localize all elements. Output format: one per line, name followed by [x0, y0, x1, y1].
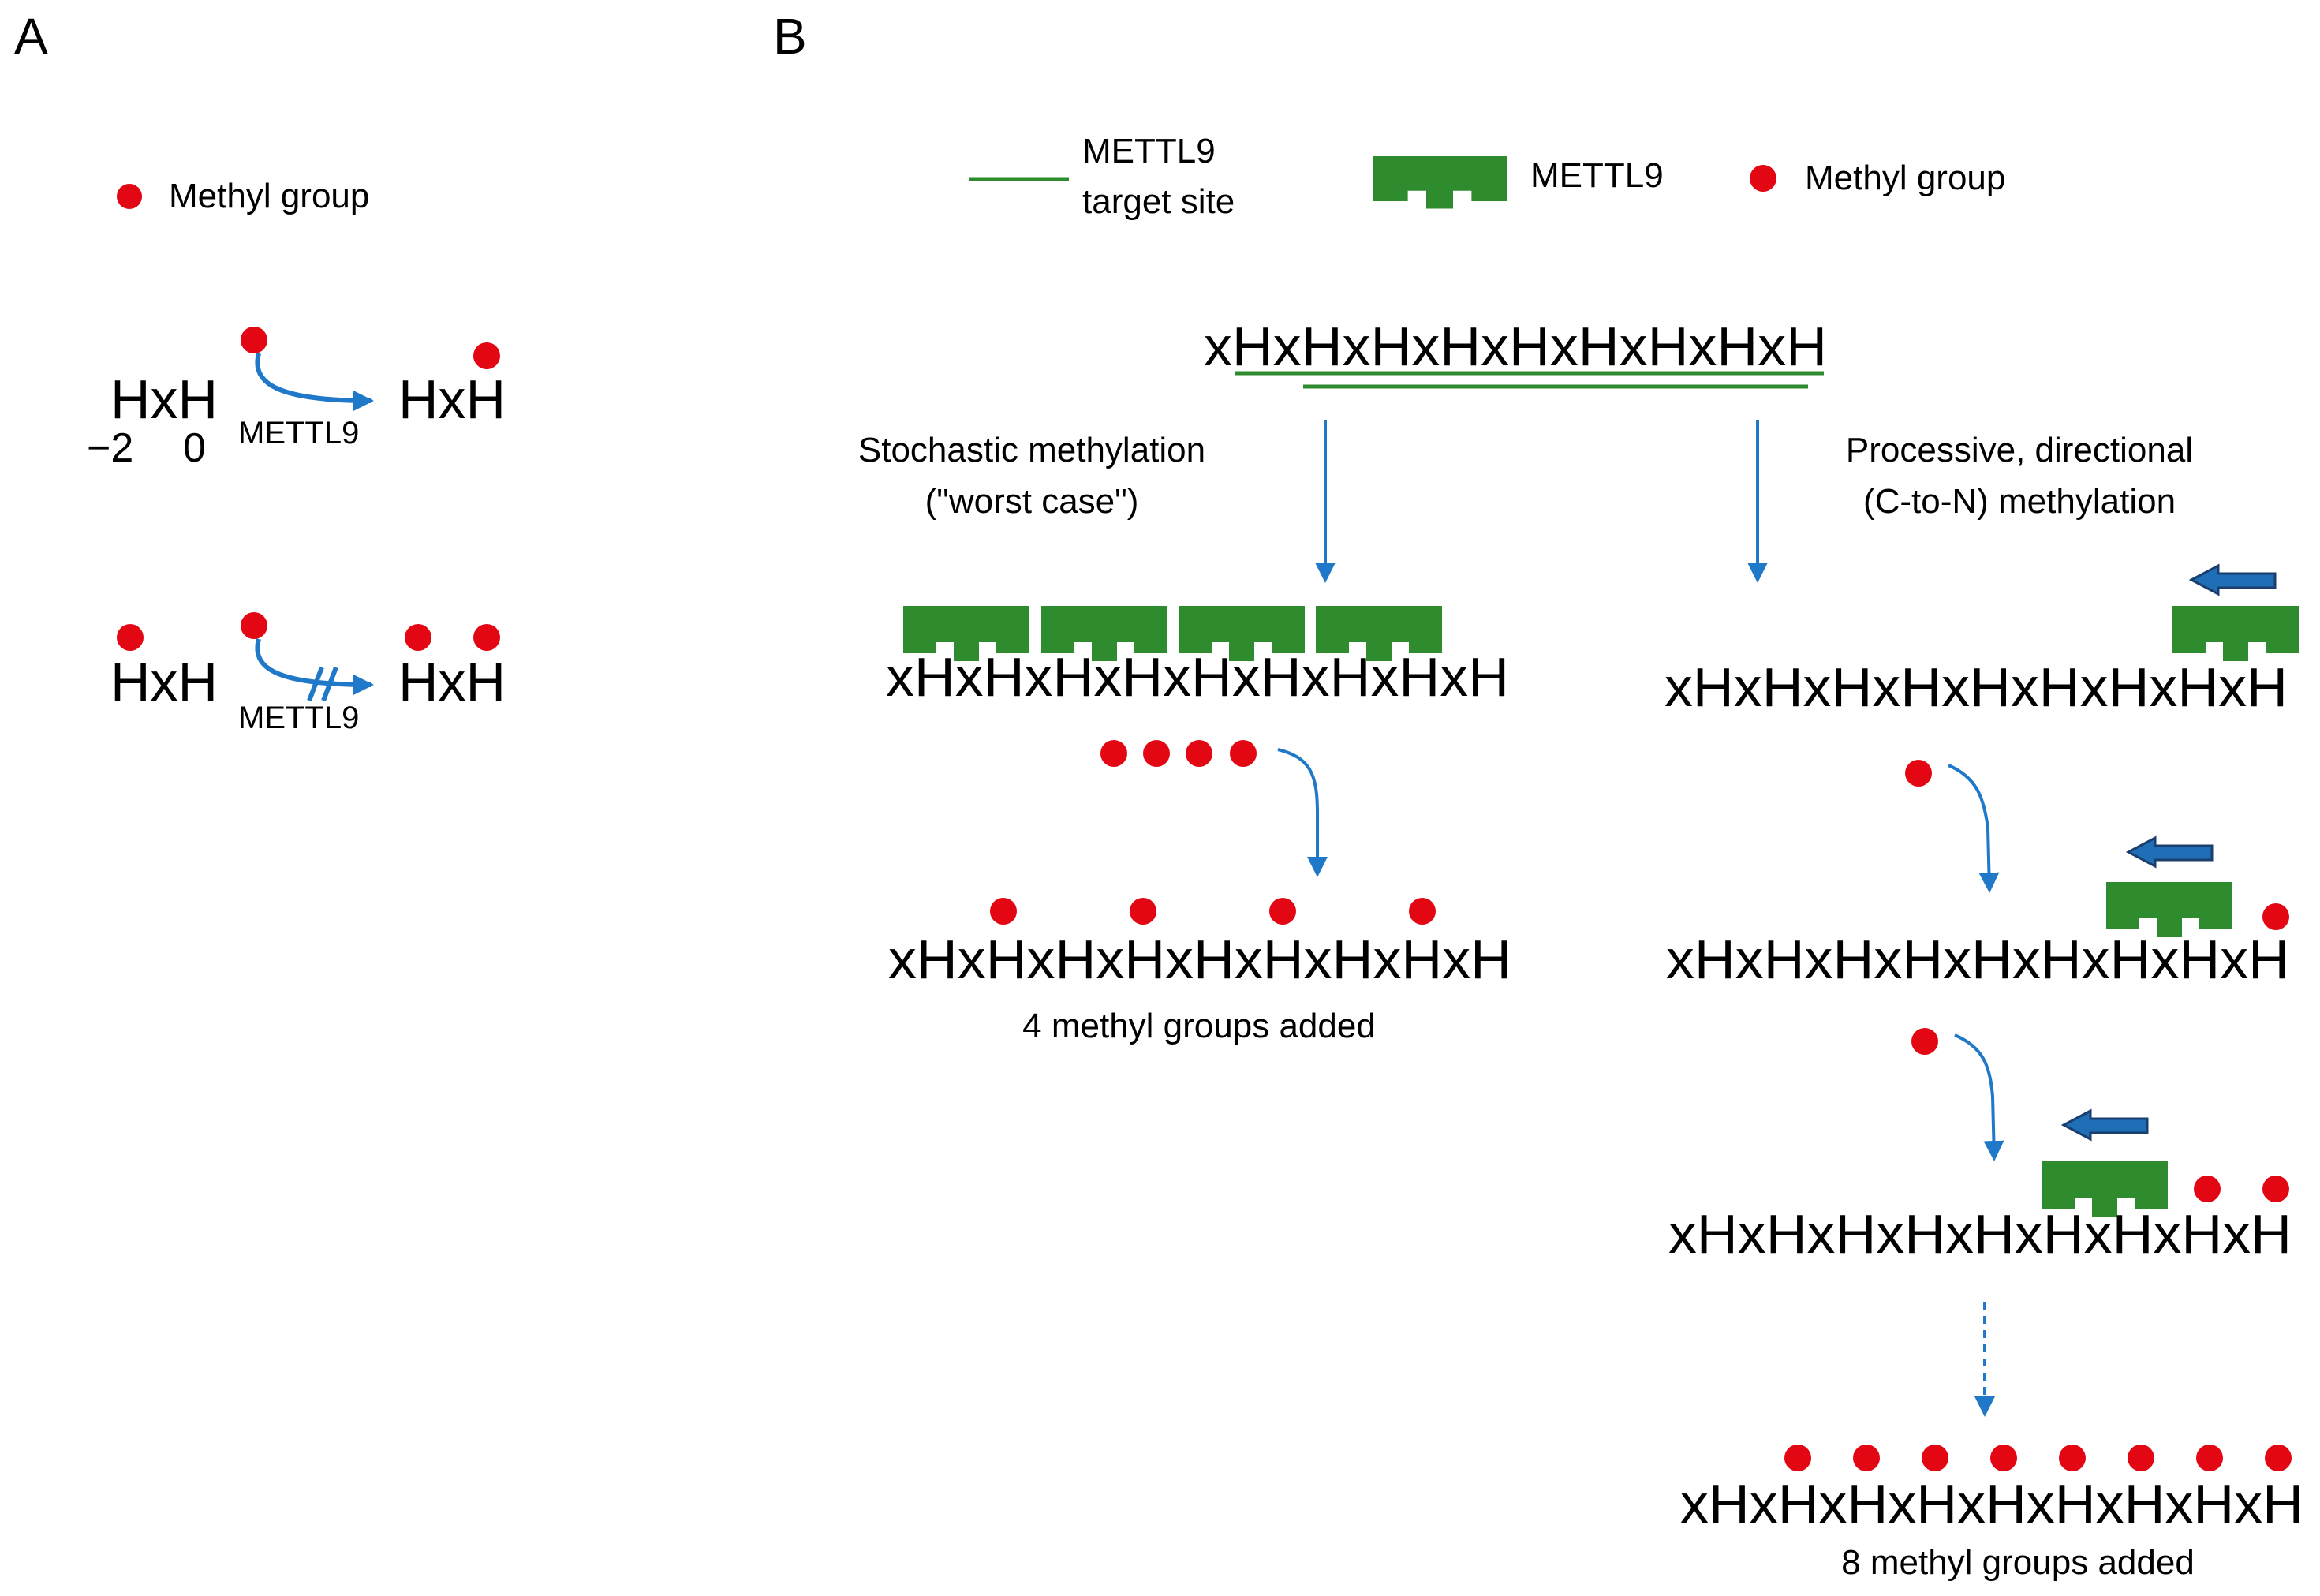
methylation-arrow: [1277, 748, 1328, 877]
processive-step3-sequence: xHxHxHxHxHxHxHxHxH: [1668, 1203, 2292, 1265]
target-site-underlines: [1235, 371, 1824, 389]
substrate-hxh: HxH: [110, 368, 218, 430]
methyl-dot: [1100, 740, 1127, 767]
methyl-dot: [2262, 1176, 2289, 1202]
methyl-dot: [990, 898, 1017, 925]
direction-arrow-icon: [2062, 1109, 2149, 1141]
blocked-reaction-arrow: [255, 638, 374, 695]
top-sequence: xHxHxHxHxHxHxHxHxH: [1204, 316, 1827, 377]
methyl-dot: [473, 342, 500, 369]
methyl-dot: [1784, 1445, 1811, 1471]
methyl-dot: [2265, 1445, 2292, 1471]
methyl-dot: [1990, 1445, 2017, 1471]
stochastic-title-line2: ("worst case"): [925, 482, 1139, 521]
methyl-dot: [2128, 1445, 2154, 1471]
methyl-dot: [241, 327, 267, 353]
panel-a: Methyl group HxH −2 0 METTL9 HxH HxH MET…: [87, 177, 506, 735]
legend-target-site-line2: target site: [1082, 182, 1235, 221]
methyl-group-icon: [117, 184, 142, 209]
methyl-dot: [2194, 1176, 2221, 1202]
processive-title-line2: (C-to-N) methylation: [1863, 482, 2176, 521]
methyl-dot: [2196, 1445, 2223, 1471]
methyl-dot: [2059, 1445, 2086, 1471]
panel-b-legend: METTL9 target site METTL9 Methyl group: [969, 132, 2005, 221]
reaction-arrow: [255, 353, 374, 411]
panel-label-b: B: [773, 8, 807, 65]
processive-caption: 8 methyl groups added: [1841, 1543, 2195, 1582]
methyl-dot: [1911, 1028, 1938, 1055]
product-hxh: HxH: [398, 368, 506, 430]
processive-step2-sequence: xHxHxHxHxHxHxHxHxH: [1666, 929, 2289, 990]
enzyme-label: METTL9: [238, 416, 359, 450]
legend-methyl-label: Methyl group: [1805, 159, 2005, 197]
position-minus2: −2: [87, 425, 133, 471]
methyl-dot: [1269, 898, 1296, 925]
methyl-dot: [1922, 1445, 1948, 1471]
position-0: 0: [183, 425, 206, 471]
methyl-dot: [241, 612, 267, 639]
enzyme-label: METTL9: [238, 701, 359, 735]
methyl-dot: [1853, 1445, 1880, 1471]
block-mark: [307, 666, 324, 702]
methyl-dot: [405, 624, 431, 651]
block-mark: [321, 666, 338, 702]
methylation-arrow: [1948, 764, 2000, 893]
enzyme-icon: [1373, 156, 1507, 209]
direction-arrow-icon: [2127, 836, 2214, 868]
stochastic-bound-sequence: xHxHxHxHxHxHxHxHxH: [886, 646, 1509, 708]
methyl-group-icon: [1750, 165, 1776, 192]
product-hxh: HxH: [398, 651, 506, 712]
methylation-arrow: [1954, 1033, 2004, 1161]
methyl-dot: [1143, 740, 1170, 767]
methyl-dot: [1186, 740, 1212, 767]
processive-final-sequence: xHxHxHxHxHxHxHxHxH: [1680, 1473, 2303, 1534]
methyl-dot: [2262, 903, 2289, 930]
processive-step1-sequence: xHxHxHxHxHxHxHxHxH: [1664, 656, 2288, 718]
methyl-dot: [1409, 898, 1436, 925]
methyl-dot: [1230, 740, 1257, 767]
methyl-dot: [473, 624, 500, 651]
stochastic-caption: 4 methyl groups added: [1022, 1007, 1376, 1045]
legend-methyl-label: Methyl group: [169, 177, 369, 215]
substrate-hxh-premethylated: HxH: [110, 651, 218, 712]
methyl-dot: [117, 624, 144, 651]
stochastic-branch: Stochastic methylation ("worst case") xH…: [858, 420, 1511, 1045]
processive-branch: Processive, directional (C-to-N) methyla…: [1664, 420, 2303, 1582]
top-sequence-group: xHxHxHxHxHxHxHxHxH: [1204, 316, 1827, 389]
legend-enzyme-label: METTL9: [1530, 156, 1664, 195]
enzyme-bound: [2172, 606, 2299, 661]
methyl-dot: [1905, 760, 1932, 787]
panel-label-a: A: [14, 8, 48, 65]
direction-arrow-icon: [2190, 564, 2277, 596]
stochastic-title-line1: Stochastic methylation: [858, 431, 1205, 469]
processive-title-line1: Processive, directional: [1846, 431, 2193, 469]
methyl-dot: [1130, 898, 1156, 925]
legend-target-site-line1: METTL9: [1082, 132, 1216, 170]
stochastic-result-sequence: xHxHxHxHxHxHxHxHxH: [888, 929, 1511, 990]
